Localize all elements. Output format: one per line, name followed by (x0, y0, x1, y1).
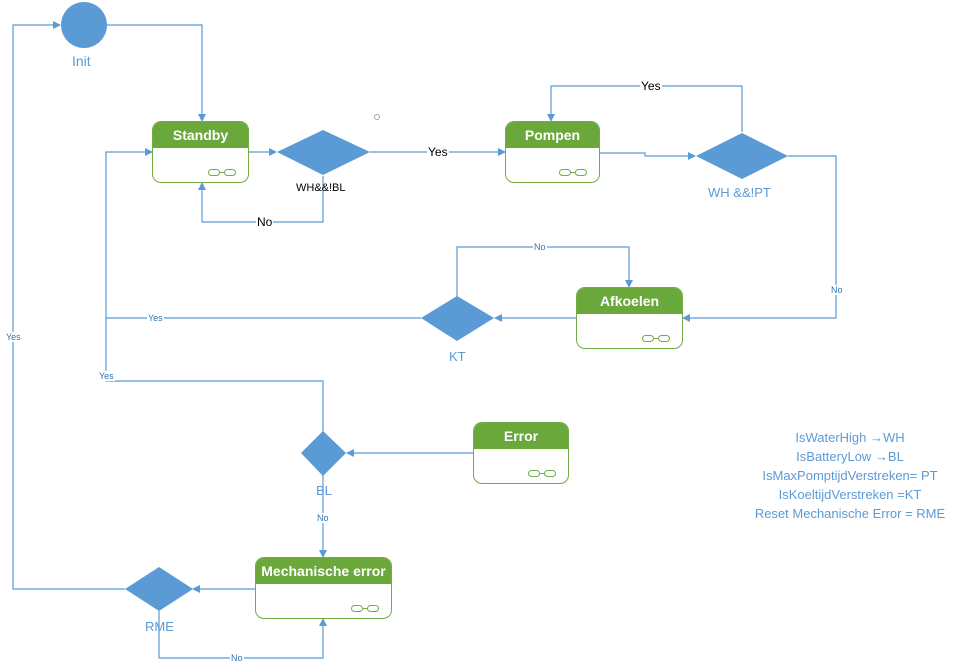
decision-rme-label: RME (145, 619, 174, 634)
legend: IsWaterHigh →WH IsBatteryLow →BL IsMaxPo… (740, 428, 960, 523)
decision-whbl (277, 130, 370, 175)
decision-kt-label: KT (449, 349, 466, 364)
state-pompen-title: Pompen (506, 122, 599, 148)
decision-rme (125, 567, 193, 611)
decision-bl (301, 431, 346, 476)
initial-node (61, 2, 107, 48)
state-afkoelen: Afkoelen (576, 287, 683, 349)
state-mechanische-error: Mechanische error (255, 557, 392, 619)
legend-item: IsKoeltijdVerstreken =KT (778, 487, 922, 502)
decision-whbl-label: WH&&!BL (296, 182, 346, 194)
state-standby-title: Standby (153, 122, 248, 148)
edge-label-bl-yes: Yes (98, 371, 115, 381)
link-icon (642, 335, 670, 342)
legend-item: IsBatteryLow →BL (796, 449, 904, 464)
edge-rme-yes-to-init (12, 21, 125, 590)
edge-init-to-standby (107, 24, 206, 122)
decision-kt (421, 296, 494, 341)
edge-kt-yes-to-standby (105, 148, 421, 319)
edge-label-whpt-yes: Yes (640, 79, 662, 93)
state-error: Error (473, 422, 569, 484)
edge-label-kt-no: No (533, 242, 547, 252)
edge-label-bl-no: No (316, 513, 330, 523)
state-pompen: Pompen (505, 121, 600, 183)
state-error-title: Error (474, 423, 568, 449)
edge-label-kt-yes: Yes (147, 313, 164, 323)
edge-label-whpt-no: No (830, 285, 844, 295)
link-icon (559, 169, 587, 176)
state-mechanische-error-title: Mechanische error (256, 558, 391, 584)
initial-node-label: Init (72, 53, 91, 69)
edge-bl-yes-to-standby (105, 318, 324, 432)
decision-whpt-label: WH &&!PT (708, 185, 771, 200)
state-standby: Standby (152, 121, 249, 183)
legend-item: IsWaterHigh →WH (795, 430, 905, 445)
link-icon (208, 169, 236, 176)
edge-label-whbl-no: No (256, 215, 274, 229)
legend-item: IsMaxPomptijdVerstreken= PT (762, 468, 938, 483)
edge-label-rme-no: No (230, 653, 244, 663)
link-icon (351, 605, 379, 612)
stray-dot (374, 114, 380, 120)
state-afkoelen-title: Afkoelen (577, 288, 682, 314)
edge-pompen-to-decision-whpt (600, 152, 696, 160)
legend-item: Reset Mechanische Error = RME (754, 506, 946, 521)
edge-label-whbl-yes: Yes (427, 145, 449, 159)
edge-whpt-no-to-afkoelen (682, 155, 837, 322)
decision-whpt (696, 133, 788, 179)
link-icon (528, 470, 556, 477)
decision-bl-label: BL (316, 483, 332, 498)
edge-label-rme-yes: Yes (5, 332, 22, 342)
